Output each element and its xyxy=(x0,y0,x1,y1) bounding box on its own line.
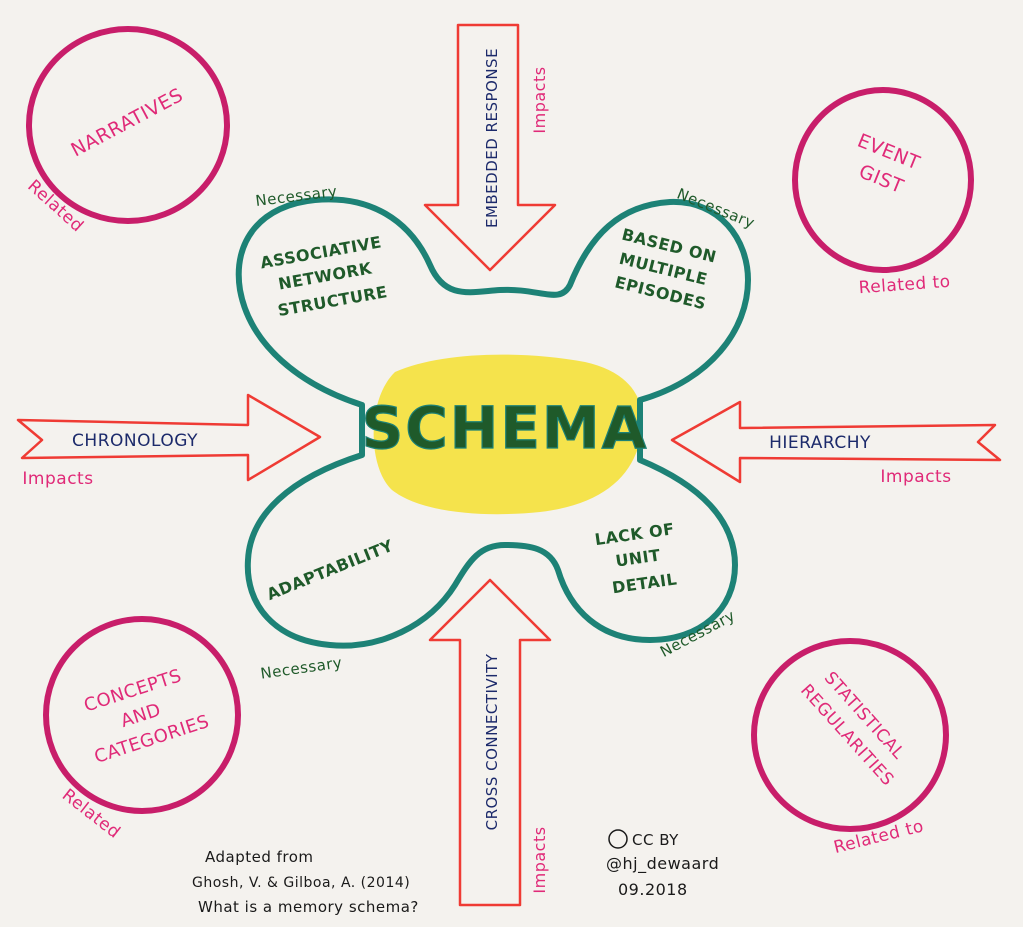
petal-top-left-text: ASSOCIATIVE NETWORK STRUCTURE xyxy=(259,231,398,321)
necessary-label-bottom-left: Necessary xyxy=(259,653,343,682)
cc-icon xyxy=(608,829,628,849)
arrow-hierarchy xyxy=(670,400,1002,484)
circle-concepts-categories xyxy=(43,616,241,814)
circle-narratives-text: NARRATIVES xyxy=(67,84,186,161)
petal-bottom-right-line-3: DETAIL xyxy=(611,569,678,597)
arrow-embedded-response xyxy=(423,23,557,272)
arrow-label-cross-connectivity: CROSS CONNECTIVITY xyxy=(483,653,501,830)
arrow-label-embedded-response: EMBEDDED RESPONSE xyxy=(483,48,501,228)
schema-flower-outline xyxy=(235,196,751,649)
citation-line-1: Adapted from xyxy=(205,848,314,866)
impacts-label-right: Impacts xyxy=(880,467,951,487)
impacts-label-bottom: Impacts xyxy=(530,826,549,893)
credit-block: CC BY @hj_dewaard 09.2018 xyxy=(606,829,719,899)
circle-statistical-regularities xyxy=(751,638,949,832)
svg-text:EVENT GIST: EVENT GIST xyxy=(844,130,929,203)
arrow-label-hierarchy: HIERARCHY xyxy=(769,433,871,453)
arrow-label-chronology: CHRONOLOGY xyxy=(72,431,198,451)
svg-text:ASSOCIATIVE NETWORK: ASSOCIATIVE NETWORK STRUCTURE xyxy=(259,231,398,321)
svg-text:LACK OF UNIT DETAI: LACK OF UNIT DETAIL xyxy=(594,518,689,598)
credit-date: 09.2018 xyxy=(618,880,688,899)
petal-bottom-right-line-1: LACK OF xyxy=(594,519,676,549)
highlight-blob xyxy=(373,354,643,515)
circle-narratives xyxy=(26,26,230,224)
circle-concepts-text: CONCEPTS AND CATEGORIES xyxy=(76,661,212,768)
petal-bottom-right-line-2: UNIT xyxy=(614,545,661,570)
circle-statistical-text: STATISTICAL REGULARITIES xyxy=(796,663,917,790)
citation-line-3: What is a memory schema? xyxy=(198,898,419,916)
circle-event-gist-text: EVENT GIST xyxy=(844,130,929,203)
cc-license-label: CC BY xyxy=(632,831,679,849)
impacts-label-left: Impacts xyxy=(22,469,93,489)
petal-bottom-left-text: ADAPTABILITY xyxy=(264,536,396,604)
credit-handle: @hj_dewaard xyxy=(606,854,719,874)
circle-event-gist xyxy=(792,87,974,273)
svg-text:BASED ON MULTIPLE: BASED ON MULTIPLE EPISODES xyxy=(608,225,724,315)
arrow-chronology xyxy=(16,393,322,482)
svg-text:Adapted from Ghosh, V. &: Adapted from Ghosh, V. & Gilboa, A. (201… xyxy=(192,848,419,916)
citation-line-2: Ghosh, V. & Gilboa, A. (2014) xyxy=(192,875,410,891)
related-label-event-gist: Related to xyxy=(858,272,951,298)
petal-top-right-text: BASED ON MULTIPLE EPISODES xyxy=(608,225,724,315)
schema-title: SCHEMA xyxy=(361,394,648,462)
petal-bottom-right-text: LACK OF UNIT DETAIL xyxy=(594,518,689,598)
impacts-label-top: Impacts xyxy=(530,66,549,133)
citation-block: Adapted from Ghosh, V. & Gilboa, A. (201… xyxy=(192,848,419,916)
svg-text:STATISTICAL REGULARITIES: STATISTICAL REGULARITIES xyxy=(796,663,917,790)
svg-text:CONCEPTS AND CATEG: CONCEPTS AND CATEGORIES xyxy=(76,661,212,767)
necessary-label-top-right: Necessary xyxy=(674,185,757,233)
necessary-label-bottom-right: Necessary xyxy=(657,606,738,661)
arrow-cross-connectivity xyxy=(428,578,552,907)
